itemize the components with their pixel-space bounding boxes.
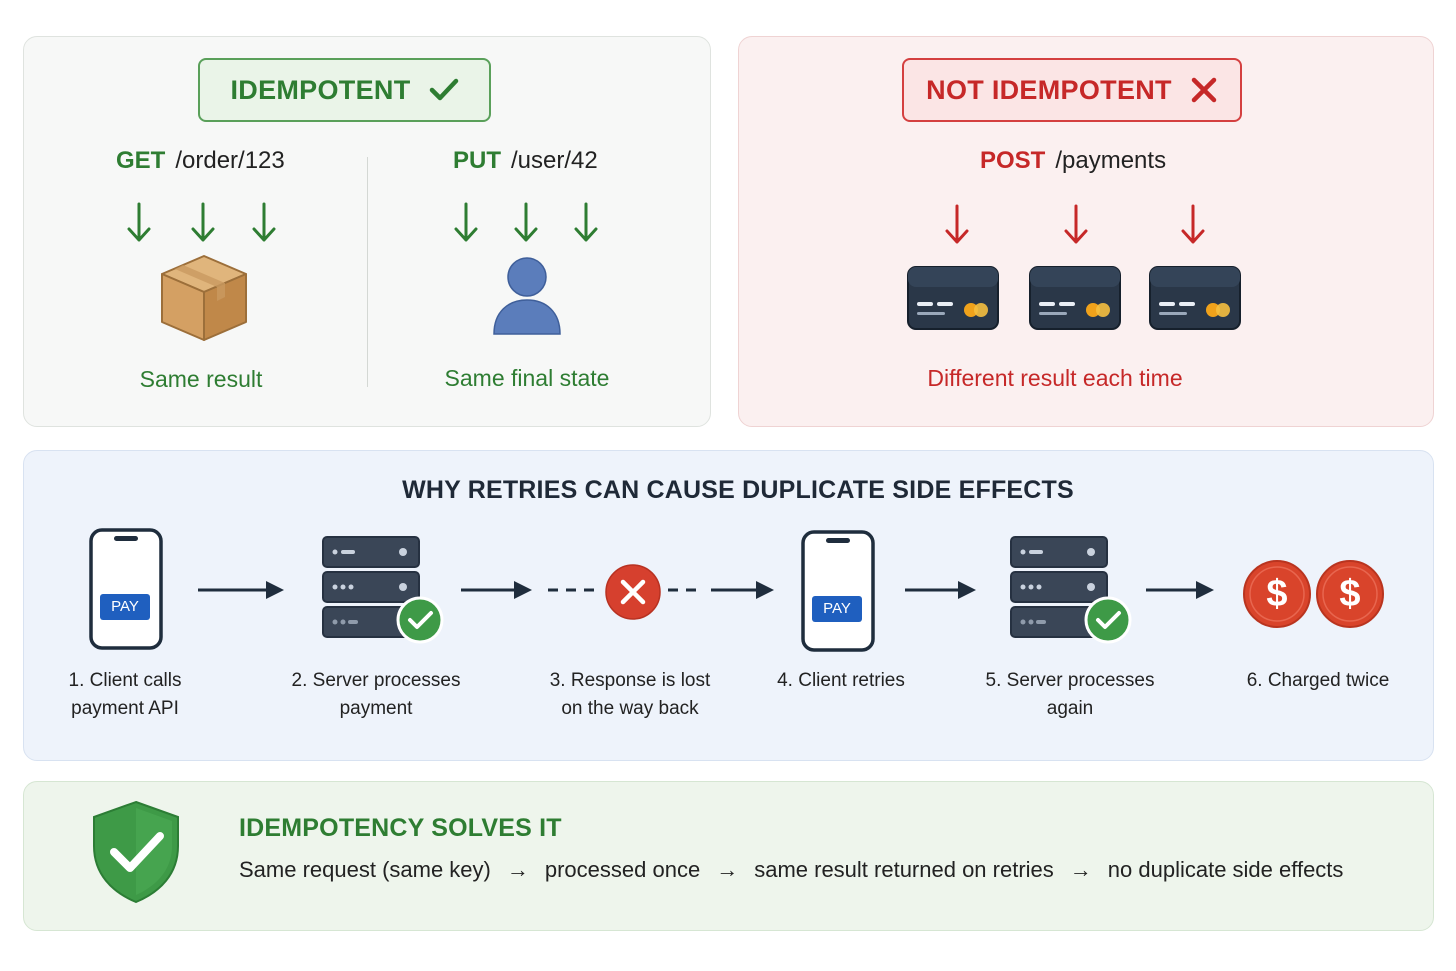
pay-button-label: PAY [111, 598, 139, 615]
dollar-coin-icon [1243, 560, 1311, 628]
credit-card-icon [1149, 266, 1241, 330]
step-1-label: 1. Client calls payment API [69, 667, 182, 723]
shield-check-icon [93, 800, 179, 904]
not-idempotent-tag-label: NOT IDEMPOTENT [926, 74, 1172, 105]
solution-step-1: Same request (same key) [239, 857, 491, 882]
credit-card-icon [1029, 266, 1121, 330]
post-endpoint: POST/payments [980, 147, 1166, 175]
step-2-line2: payment [339, 698, 413, 719]
not-idempotent-tag: NOT IDEMPOTENT [902, 58, 1242, 122]
arrow-right-icon: → [716, 857, 739, 882]
retry-flow-panel [23, 450, 1434, 761]
put-request-arrows [454, 202, 598, 242]
error-icon [605, 564, 661, 620]
step-3-line1: 3. Response is lost [549, 670, 711, 691]
user-icon [493, 257, 561, 335]
credit-card-icon [907, 266, 999, 330]
down-arrow-icon [454, 202, 478, 242]
solution-step-3: same result returned on retries [754, 857, 1054, 882]
dollar-symbol: $ [1339, 573, 1361, 615]
flow-arrows [198, 581, 1214, 599]
get-endpoint: GET/order/123 [116, 147, 285, 175]
phone-icon [801, 530, 875, 652]
arrow-right-icon: → [1069, 857, 1092, 882]
solution-step-4: no duplicate side effects [1107, 857, 1344, 882]
panel-divider [367, 157, 368, 387]
down-arrow-icon [1181, 204, 1205, 244]
put-path: /user/42 [511, 147, 598, 174]
step-6-label: 6. Charged twice [1247, 667, 1390, 695]
cross-icon [1191, 77, 1217, 103]
dollar-symbol: $ [1266, 573, 1288, 615]
step-2-line1: 2. Server processes [291, 670, 461, 691]
arrow-right-icon [198, 581, 284, 599]
box-icon [161, 255, 247, 341]
get-method: GET [116, 147, 166, 174]
dollar-coin-icon [1316, 560, 1384, 628]
post-request-arrows [945, 204, 1205, 244]
arrow-right-icon [1146, 581, 1214, 599]
step-5-label: 5. Server processes again [986, 667, 1155, 723]
arrow-right-icon [905, 581, 976, 599]
step-1-line2: payment API [71, 698, 179, 719]
step-4-label: 4. Client retries [777, 667, 905, 695]
step-5-line2: again [1046, 698, 1094, 719]
arrow-right-icon [668, 581, 774, 599]
solution-step-2: processed once [544, 857, 701, 882]
post-path: /payments [1055, 147, 1167, 174]
step-3-line2: on the way back [561, 698, 699, 719]
down-arrow-icon [1064, 204, 1088, 244]
down-arrow-icon [514, 202, 538, 242]
check-icon [429, 78, 458, 101]
solution-chain: Same request (same key) → processed once… [239, 857, 1343, 883]
down-arrow-icon [574, 202, 598, 242]
solution-panel [23, 781, 1434, 931]
down-arrow-icon [252, 202, 276, 242]
server-icon [322, 536, 444, 644]
solution-title: IDEMPOTENCY SOLVES IT [239, 814, 562, 842]
step-3-label: 3. Response is lost on the way back [550, 667, 711, 723]
down-arrow-icon [191, 202, 215, 242]
post-method: POST [980, 147, 1046, 174]
step-1-line1: 1. Client calls [68, 670, 182, 691]
idempotent-tag-label: IDEMPOTENT [230, 74, 411, 105]
step-4-line1: 4. Client retries [777, 670, 905, 691]
down-arrow-icon [127, 202, 151, 242]
down-arrow-icon [945, 204, 969, 244]
phone-icon [89, 528, 163, 650]
put-method: PUT [453, 147, 501, 174]
get-result-label: Same result [139, 366, 263, 392]
put-result-label: Same final state [444, 365, 610, 391]
arrow-right-icon [461, 581, 532, 599]
idempotent-tag: IDEMPOTENT [198, 58, 491, 122]
get-request-arrows [127, 202, 276, 242]
arrow-right-icon: → [506, 857, 529, 882]
post-result-label: Different result each time [927, 365, 1183, 391]
step-6-line1: 6. Charged twice [1246, 670, 1390, 691]
step-5-line1: 5. Server processes [985, 670, 1155, 691]
get-path: /order/123 [175, 147, 285, 174]
put-endpoint: PUT/user/42 [453, 147, 598, 175]
server-icon [1010, 536, 1132, 644]
pay-button-label: PAY [823, 600, 851, 617]
retry-flow-title: WHY RETRIES CAN CAUSE DUPLICATE SIDE EFF… [402, 476, 1074, 504]
step-2-label: 2. Server processes payment [292, 667, 461, 723]
